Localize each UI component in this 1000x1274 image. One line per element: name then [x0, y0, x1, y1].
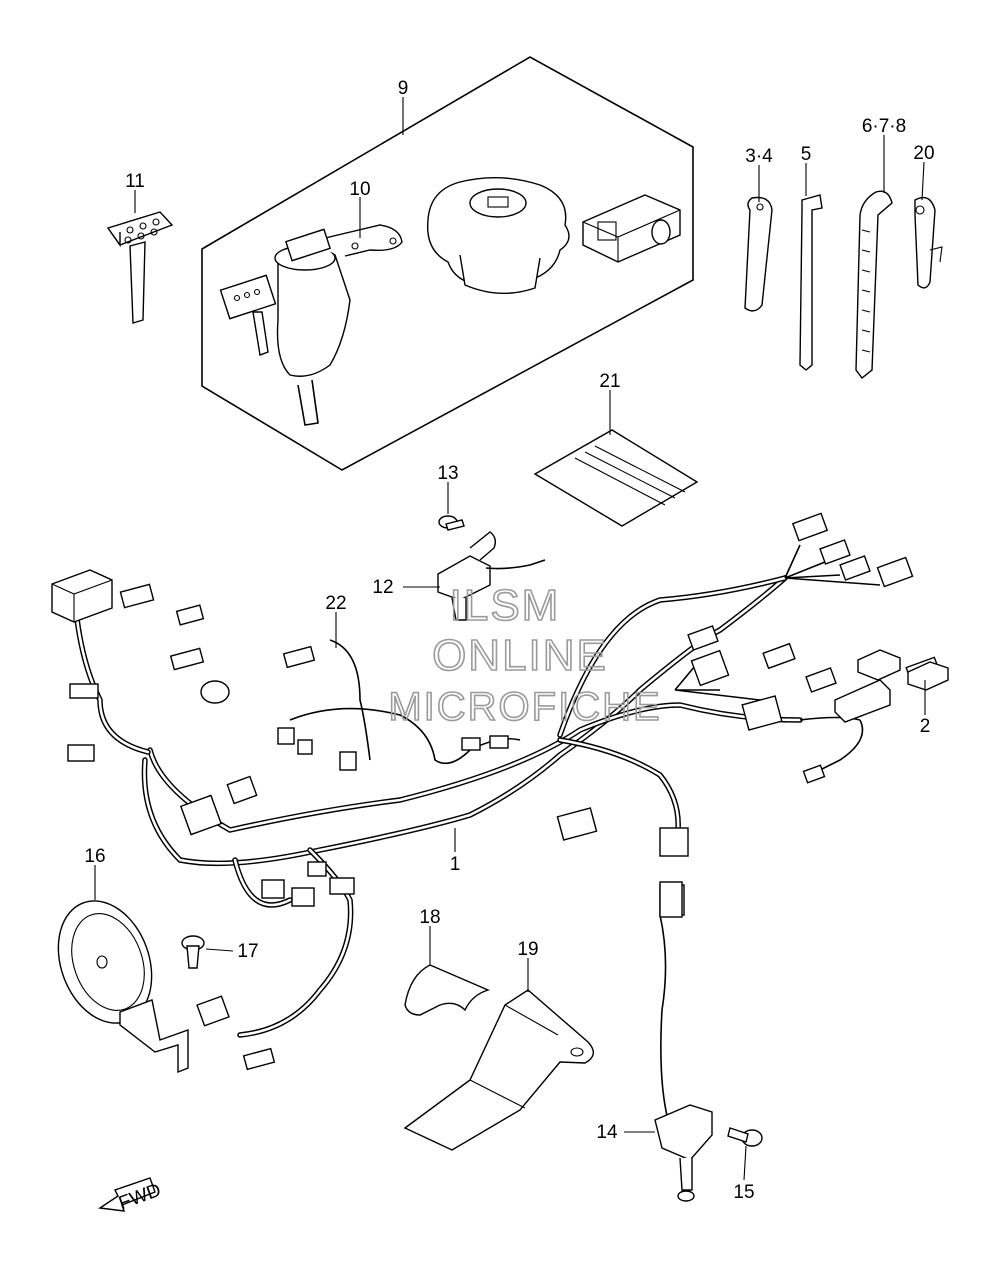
- callout-9: 9: [398, 78, 409, 99]
- wire-clip[interactable]: [914, 196, 943, 289]
- bolt-15[interactable]: [727, 1127, 763, 1147]
- callout-20: 20: [913, 143, 934, 164]
- callout-labels: 9 10 11 3·4 5 6·7·8 20 21 13 12 22 1 2 1…: [84, 78, 934, 1203]
- watermark-line2: ONLINE: [432, 631, 608, 680]
- leader-lines: [94, 97, 926, 1181]
- callout-14: 14: [596, 1122, 618, 1143]
- sensor-switch-12[interactable]: [437, 531, 546, 621]
- bracket-19[interactable]: [403, 989, 594, 1151]
- sensor-14[interactable]: [654, 881, 713, 1202]
- watermark: ILSM ONLINE MICROFICHE: [388, 580, 661, 730]
- watermark-line3: MICROFICHE: [388, 685, 661, 729]
- callout-18: 18: [419, 907, 440, 928]
- relay-2[interactable]: [907, 661, 949, 691]
- horn-16[interactable]: [42, 888, 189, 1074]
- fwd-arrow: FWD: [98, 1177, 164, 1215]
- clamp-bracket[interactable]: [744, 196, 773, 312]
- callout-15: 15: [733, 1182, 754, 1203]
- callout-16: 16: [84, 846, 105, 867]
- callout-11: 11: [125, 171, 145, 192]
- callout-3-4: 3·4: [745, 146, 773, 167]
- callout-21: 21: [599, 371, 620, 392]
- fwd-label: FWD: [116, 1180, 164, 1215]
- lock-set-box: [201, 56, 694, 471]
- callout-13: 13: [437, 463, 458, 484]
- main-wiring-harness[interactable]: [72, 544, 881, 1038]
- callout-12: 12: [372, 577, 393, 598]
- callout-2: 2: [920, 716, 931, 737]
- bolt-17[interactable]: [181, 935, 205, 969]
- watermark-line1: ILSM: [450, 581, 561, 630]
- seat-lock[interactable]: [582, 194, 681, 263]
- cable-tie-large[interactable]: [855, 190, 893, 379]
- ignition-switch[interactable]: [219, 224, 403, 426]
- ignition-key[interactable]: [106, 211, 174, 324]
- pad-sheet[interactable]: [533, 429, 699, 527]
- cover-18[interactable]: [404, 964, 491, 1016]
- callout-17: 17: [237, 941, 258, 962]
- callout-5: 5: [801, 144, 812, 165]
- callout-6-7-8: 6·7·8: [862, 116, 906, 137]
- cable-tie[interactable]: [799, 194, 823, 371]
- callout-10: 10: [349, 179, 370, 200]
- callout-22: 22: [325, 593, 346, 614]
- connectors: [51, 512, 941, 1121]
- callout-1: 1: [450, 854, 461, 875]
- screw-13[interactable]: [438, 515, 465, 531]
- fuel-cap[interactable]: [426, 176, 570, 295]
- callout-19: 19: [517, 939, 538, 960]
